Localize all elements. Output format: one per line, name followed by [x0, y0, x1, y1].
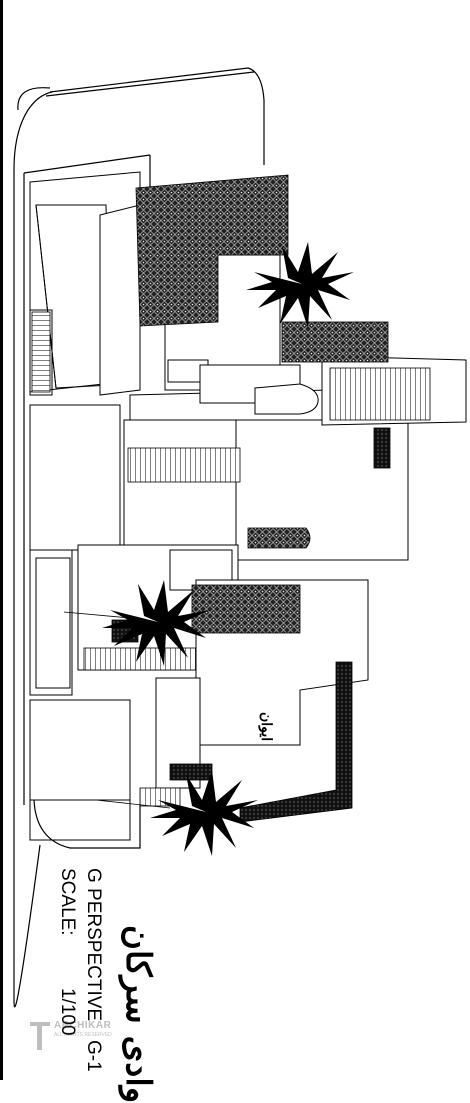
- watermark-logo: ARCHIKAR ALL RIGHTS RESERVED: [28, 1018, 138, 1058]
- stair-left: [31, 311, 51, 393]
- scale-label: SCALE:: [57, 868, 78, 936]
- watermark-icon: [30, 1022, 50, 1050]
- sheet-title-persian: وادی سرکان: [118, 925, 158, 1103]
- sheet-title: G PERSPECTIVE: [83, 868, 104, 1022]
- watermark-subtext: ALL RIGHTS RESERVED: [54, 1032, 112, 1038]
- plan-label: ایوان: [258, 712, 274, 741]
- site-drawing: ایوان: [13, 67, 467, 1008]
- site-boundary: [13, 67, 265, 1008]
- palm-trees: [63, 242, 354, 856]
- sheet-border: [0, 0, 3, 1080]
- lattice-volumes: [111, 174, 391, 823]
- main-block: [77, 204, 409, 789]
- watermark-brand: ARCHIKAR: [54, 1020, 112, 1031]
- slat-screens: [83, 367, 431, 807]
